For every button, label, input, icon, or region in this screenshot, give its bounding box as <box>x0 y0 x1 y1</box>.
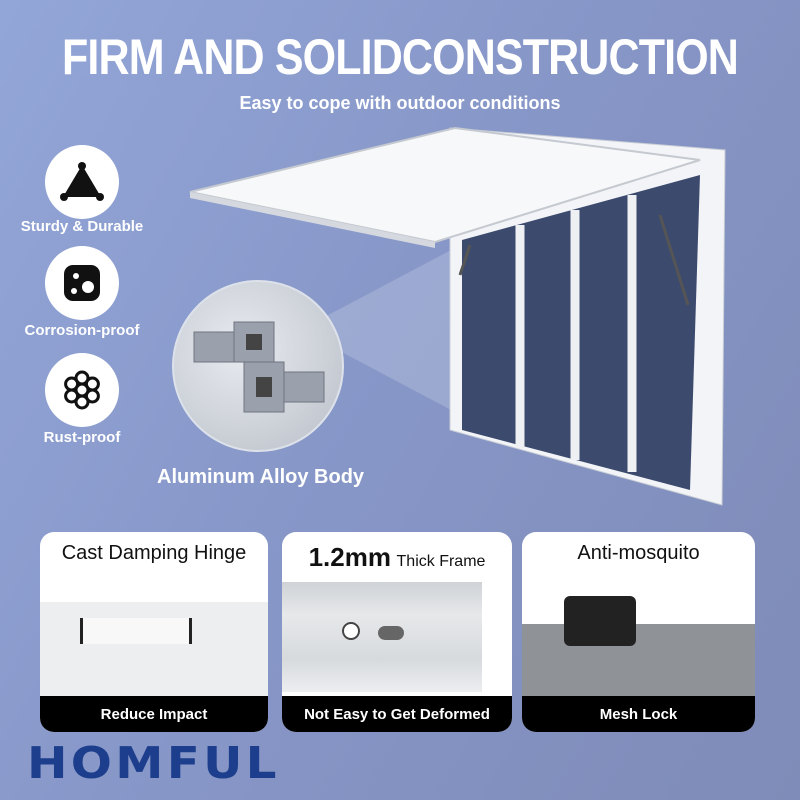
triangle-icon <box>45 145 119 219</box>
mesh-image <box>522 596 755 696</box>
hinge-card: Cast Damping Hinge Reduce Impact <box>40 532 268 732</box>
card-caption: Mesh Lock <box>522 696 755 732</box>
mesh-card: Anti-mosquito Mesh Lock <box>522 532 755 732</box>
material-label: Aluminum Alloy Body <box>157 466 365 488</box>
card-title: Anti-mosquito <box>577 542 700 564</box>
feature-label: Sturdy & Durable <box>20 218 144 235</box>
brand-logo: HOMFUL <box>27 738 280 789</box>
feature-label: Corrosion-proof <box>24 322 140 339</box>
card-title: 1.2mm Thick Frame <box>282 542 512 573</box>
feature-label: Rust-proof <box>43 429 121 446</box>
gear-icon <box>45 353 119 427</box>
corrosion-icon <box>45 246 119 320</box>
frame-card: 1.2mm Thick Frame Not Easy to Get Deform… <box>282 532 512 732</box>
thickness-value: 1.2mm <box>308 542 391 572</box>
subheadline: Easy to cope with outdoor conditions <box>239 93 561 113</box>
hinge-image <box>40 602 268 696</box>
aluminum-profile-image <box>172 280 344 452</box>
headline: FIRM AND SOLIDCONSTRUCTION <box>62 29 739 85</box>
window-illustration <box>189 126 726 506</box>
frame-image <box>282 582 482 692</box>
card-caption: Reduce Impact <box>40 696 268 732</box>
card-title: Cast Damping Hinge <box>61 542 247 564</box>
card-caption: Not Easy to Get Deformed <box>282 696 512 732</box>
thickness-label: Thick Frame <box>396 553 486 570</box>
